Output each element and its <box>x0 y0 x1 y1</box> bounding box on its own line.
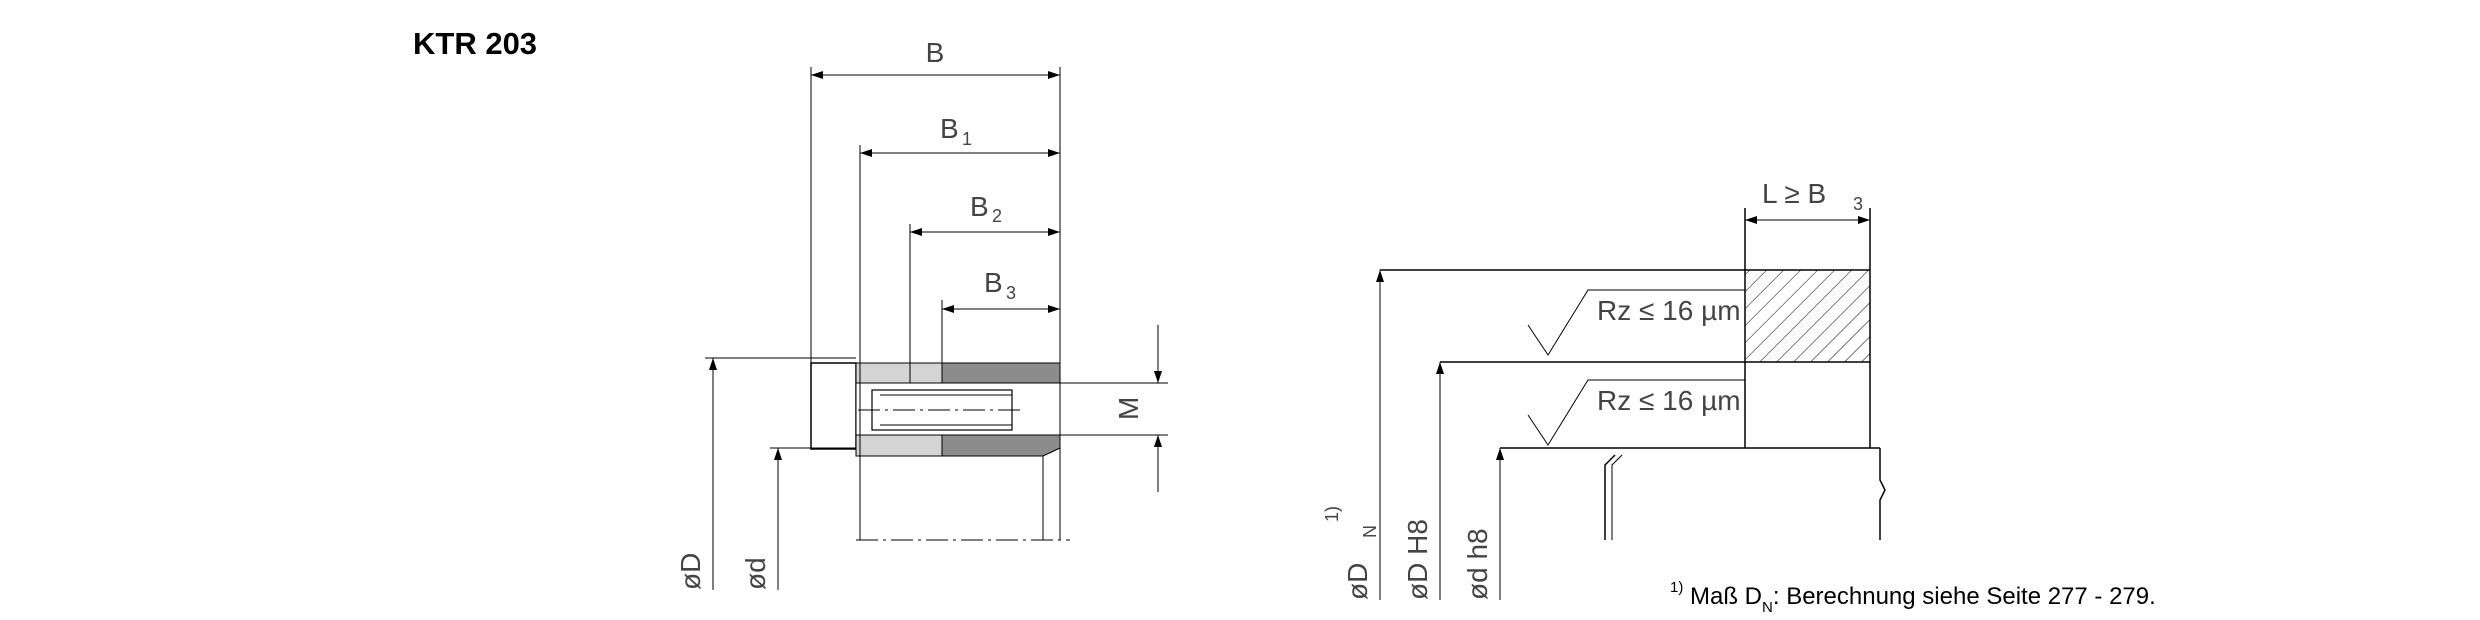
dim-b1-label: B <box>940 113 959 144</box>
inner-cone-lower <box>941 434 1061 457</box>
dim-m-label: M <box>1113 397 1144 420</box>
dim-b3-sub: 3 <box>1006 283 1016 303</box>
surface-symbol-top <box>1527 289 1745 356</box>
dim-b2-sub: 2 <box>992 206 1002 226</box>
surface-rz-bottom: Rz ≤ 16 µm <box>1597 385 1741 416</box>
dim-dh8-label: øD H8 <box>1402 519 1433 600</box>
footnote-sub: N <box>1762 598 1773 616</box>
hub-hatched-section <box>1745 270 1870 362</box>
footnote-mark: 1) <box>1670 579 1684 596</box>
dim-l-sub: 3 <box>1853 194 1863 214</box>
dim-phi-d-outer-label: øD <box>675 553 706 590</box>
clamping-element-section: B B 1 B 2 B 3 M øD ød <box>675 37 1168 590</box>
dim-l-label: L ≥ B <box>1762 178 1826 209</box>
outer-ring-lower <box>855 434 943 457</box>
footnote-text-before: Maß D <box>1683 583 1763 610</box>
dim-dn-note: 1) <box>1322 506 1342 522</box>
inner-cone-upper <box>941 362 1061 384</box>
dim-b3-label: B <box>984 267 1003 298</box>
dim-b1-sub: 1 <box>962 129 972 149</box>
hub-shaft-fit-view: L ≥ B 3 Rz ≤ 16 µm Rz ≤ 16 µm øD N 1) øD… <box>1322 178 1886 600</box>
dim-phi-d-inner-label: ød <box>740 557 771 590</box>
dim-dh8-lower-label: ød h8 <box>1462 528 1493 600</box>
dim-b2-label: B <box>970 191 989 222</box>
dim-b-label: B <box>926 37 945 68</box>
flange-outline <box>810 362 857 450</box>
footnote: 1) Maß DN: Berechnung siehe Seite 277 - … <box>1670 579 2156 616</box>
surface-symbol-bottom <box>1527 379 1745 446</box>
outer-ring-upper <box>855 362 943 384</box>
shaft-chamfer-inner <box>1611 454 1623 540</box>
surface-rz-top: Rz ≤ 16 µm <box>1597 295 1741 326</box>
dim-dn-sub: N <box>1360 525 1380 538</box>
diagram-title: KTR 203 <box>413 26 538 61</box>
shaft-break-line <box>1879 448 1886 540</box>
shaft-chamfer <box>1604 454 1616 540</box>
dim-dn-label: øD <box>1342 563 1373 600</box>
footnote-text-after: : Berechnung siehe Seite 277 - 279. <box>1772 583 2156 610</box>
